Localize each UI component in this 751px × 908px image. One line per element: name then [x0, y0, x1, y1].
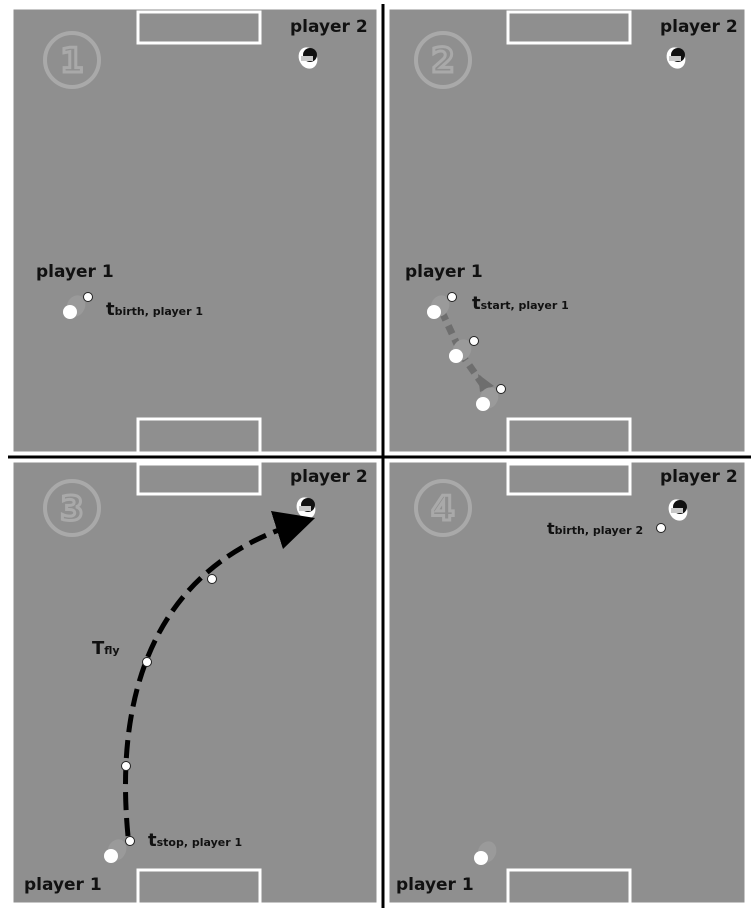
- ball-icon: [208, 575, 217, 584]
- ball-icon: [122, 762, 131, 771]
- player-1-label: player 1: [405, 262, 483, 282]
- panel-number: 3: [60, 489, 84, 529]
- ball-icon: [126, 837, 135, 846]
- panel-number: 2: [431, 41, 455, 81]
- panel-2: 2 player 2 player 1 tstart, player 1: [388, 8, 746, 453]
- ball-icon: [448, 293, 457, 302]
- player-2-label: player 2: [290, 467, 368, 487]
- player-2-label: player 2: [660, 467, 738, 487]
- panel-1: 1 player 2 player 1 tbirth, player 1: [12, 8, 378, 453]
- ball-icon: [84, 293, 93, 302]
- ball-icon: [657, 524, 666, 533]
- ball-icon: [143, 658, 152, 667]
- player-1-label: player 1: [396, 875, 474, 895]
- ball-icon: [497, 385, 506, 394]
- panel-number: 1: [60, 41, 84, 81]
- panel-number: 4: [431, 489, 455, 529]
- player-2-label: player 2: [660, 17, 738, 37]
- player-1-label: player 1: [24, 875, 102, 895]
- player-1-label: player 1: [36, 262, 114, 282]
- player-2-label: player 2: [290, 17, 368, 37]
- panel-4: 4 player 2 tbirth, player 2 player 1: [388, 461, 746, 904]
- ball-icon: [470, 337, 479, 346]
- panel-3: 3 player 2 Tfly tstop, player 1 player 1: [12, 461, 378, 904]
